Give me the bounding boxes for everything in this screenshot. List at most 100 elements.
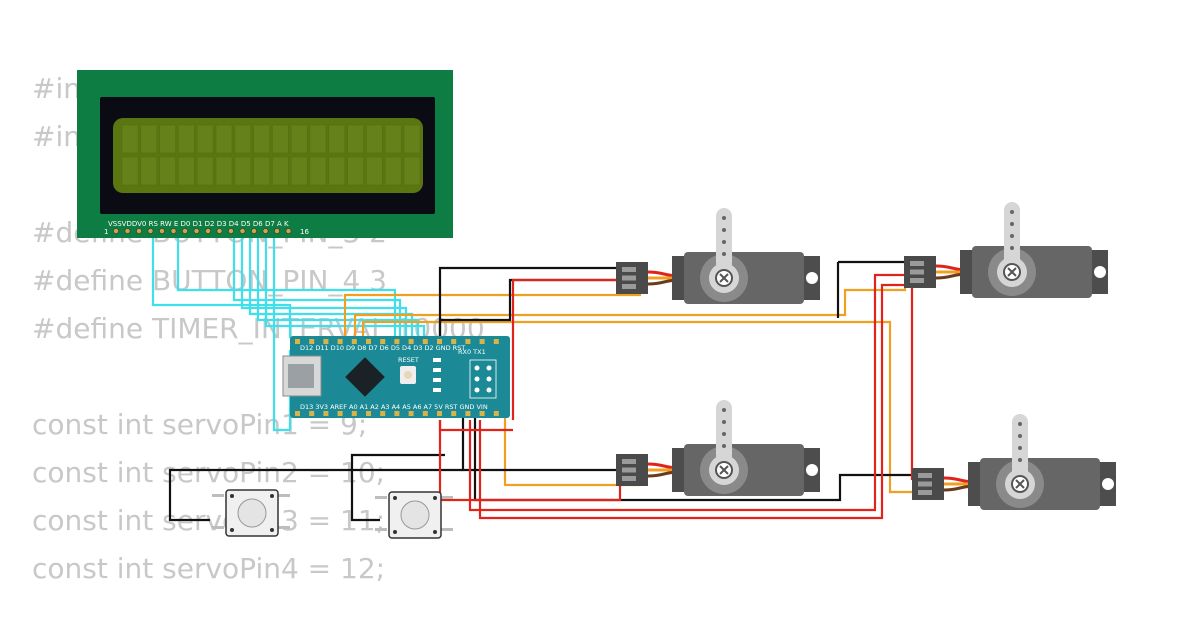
nano-pin-bottom[interactable] <box>451 411 457 416</box>
nano-pin-bottom[interactable] <box>380 411 386 416</box>
lcd-cell <box>140 124 158 154</box>
bottom-pin-labels: D13 3V3 AREF A0 A1 A2 A3 A4 A5 A6 A7 5V … <box>300 403 488 411</box>
nano-pin-top[interactable] <box>493 339 499 344</box>
lcd-cell <box>178 124 195 154</box>
nano-pin-top[interactable] <box>309 339 315 344</box>
lcd-pin-labels: VSSVDDV0 RS RW E D0 D1 D2 D3 D4 D5 D6 D7… <box>108 220 289 228</box>
usb-port <box>288 364 314 388</box>
code-background: #in #in #define BUTTON_PIN_3 2 #define B… <box>32 72 485 585</box>
nano-pin-top[interactable] <box>479 339 485 344</box>
lcd-pin[interactable] <box>113 228 119 234</box>
led-on <box>433 378 441 382</box>
top-pin-labels: D12 D11 D10 D9 D8 D7 D6 D5 D4 D3 D2 GND … <box>300 344 465 352</box>
icsp-header[interactable] <box>469 359 497 399</box>
lcd-cell <box>328 156 346 186</box>
power-wires[interactable] <box>438 273 914 520</box>
lcd-cell <box>159 156 176 186</box>
icsp-pins <box>474 365 492 393</box>
lcd-cell <box>196 124 214 154</box>
nano-pin-bottom[interactable] <box>437 411 442 416</box>
nano-pin-bottom[interactable] <box>295 411 300 416</box>
lcd-cell <box>140 156 158 186</box>
nano-pin-bottom[interactable] <box>337 411 343 416</box>
lcd-cell <box>290 124 308 154</box>
lcd-cell <box>253 124 270 154</box>
icsp-pin <box>486 376 492 382</box>
lcd-cell <box>234 156 252 186</box>
nano-pin-top[interactable] <box>366 339 371 344</box>
nano-pin-top[interactable] <box>451 339 457 344</box>
lcd-cell <box>234 124 252 154</box>
servo-2[interactable] <box>902 200 1110 300</box>
nano-pin-top[interactable] <box>394 339 400 344</box>
lcd-pin-header[interactable] <box>113 228 292 234</box>
lcd-cell <box>347 156 364 186</box>
code-line: const int servoPin4 = 12; <box>32 552 385 585</box>
nano-pin-top[interactable] <box>408 339 414 344</box>
lcd-display[interactable]: VSSVDDV0 RS RW E D0 D1 D2 D3 D4 D5 D6 D7… <box>77 70 453 238</box>
code-line: #define BUTTON_PIN_4 3 <box>32 264 387 297</box>
nano-pin-bottom[interactable] <box>309 411 315 416</box>
nano-pin-bottom[interactable] <box>408 411 414 416</box>
icsp-pin <box>474 376 480 382</box>
nano-pin-top[interactable] <box>422 339 428 344</box>
nano-pin-top[interactable] <box>295 339 300 344</box>
lcd-cell <box>403 124 421 154</box>
nano-pin-top[interactable] <box>437 339 442 344</box>
lcd-cell <box>121 156 139 186</box>
nano-pin-top[interactable] <box>465 339 471 344</box>
icsp-pin <box>474 387 480 393</box>
push-button-2[interactable] <box>375 491 453 539</box>
lcd-cell <box>384 124 402 154</box>
nano-pin-top[interactable] <box>380 339 386 344</box>
lcd-pin[interactable] <box>285 228 292 234</box>
push-button-1[interactable] <box>212 489 290 537</box>
icsp-pin <box>486 365 492 371</box>
reset-button-cap[interactable] <box>404 371 412 379</box>
lcd-pin[interactable] <box>205 228 211 234</box>
lcd-pin[interactable] <box>239 228 246 234</box>
nano-pin-headers[interactable] <box>295 339 499 416</box>
lcd-character-grid <box>121 124 421 186</box>
lcd-pin[interactable] <box>159 228 165 234</box>
servo-4[interactable] <box>910 412 1118 512</box>
nano-pin-bottom[interactable] <box>366 411 371 416</box>
lcd-pin[interactable] <box>170 228 177 234</box>
lcd-cell <box>215 156 233 186</box>
nano-pin-top[interactable] <box>337 339 343 344</box>
nano-pin-bottom[interactable] <box>394 411 400 416</box>
lcd-pin[interactable] <box>136 228 142 234</box>
nano-pin-bottom[interactable] <box>493 411 499 416</box>
led-rx <box>433 368 441 372</box>
lcd-cell <box>196 156 214 186</box>
nano-pin-bottom[interactable] <box>479 411 485 416</box>
led-l <box>433 388 441 392</box>
lcd-pin[interactable] <box>147 228 154 234</box>
arduino-nano[interactable]: RESET RX0 TX1 D12 D11 D10 D9 D8 D7 D6 D5… <box>282 336 510 418</box>
lcd-pin[interactable] <box>216 228 223 234</box>
lcd-cell <box>159 124 176 154</box>
lcd-pin[interactable] <box>193 228 200 234</box>
lcd-cell <box>366 124 383 154</box>
lcd-pin[interactable] <box>124 228 131 234</box>
nano-pin-bottom[interactable] <box>422 411 428 416</box>
lcd-pin[interactable] <box>228 228 234 234</box>
led-tx <box>433 358 441 362</box>
nano-pin-top[interactable] <box>351 339 357 344</box>
servo-1[interactable] <box>614 206 822 306</box>
lcd-pin-last: 16 <box>300 228 309 236</box>
nano-pin-bottom[interactable] <box>465 411 471 416</box>
lcd-pin[interactable] <box>262 228 269 234</box>
lcd-cell <box>272 156 289 186</box>
nano-pin-bottom[interactable] <box>351 411 357 416</box>
lcd-cell <box>384 156 402 186</box>
servo-3[interactable] <box>614 398 822 498</box>
nano-pin-bottom[interactable] <box>323 411 329 416</box>
lcd-pin[interactable] <box>251 228 257 234</box>
lcd-pin[interactable] <box>274 228 280 234</box>
code-line: #in <box>32 72 81 105</box>
nano-pin-top[interactable] <box>323 339 329 344</box>
lcd-cell <box>290 156 308 186</box>
lcd-cell <box>121 124 139 154</box>
lcd-pin[interactable] <box>182 228 188 234</box>
